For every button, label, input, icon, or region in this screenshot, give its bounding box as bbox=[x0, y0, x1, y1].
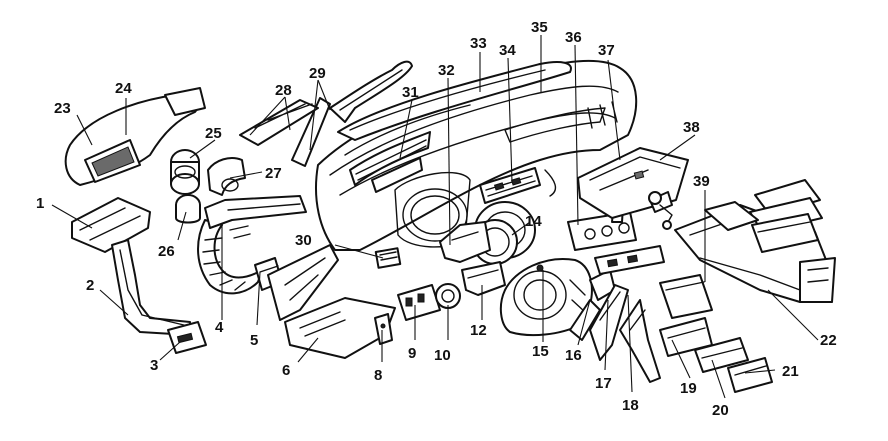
callout-4: 4 bbox=[215, 319, 224, 336]
callout-38: 38 bbox=[683, 119, 700, 136]
upper-duct bbox=[204, 195, 307, 239]
callout-14: 14 bbox=[525, 213, 542, 230]
callout-29: 29 bbox=[309, 65, 326, 82]
blower-26 bbox=[175, 194, 201, 224]
switch-bank-9 bbox=[397, 284, 441, 321]
callout-24: 24 bbox=[115, 80, 132, 97]
knob-10 bbox=[435, 283, 461, 309]
support-bracket bbox=[267, 244, 339, 321]
heater-housing-23 bbox=[64, 87, 206, 186]
console-top-38 bbox=[577, 147, 689, 219]
callout-5: 5 bbox=[250, 332, 258, 349]
center-vents bbox=[349, 131, 431, 193]
callout-37: 37 bbox=[598, 42, 615, 59]
callout-labels: 1 2 3 4 5 6 8 9 10 12 14 15 16 17 18 19 … bbox=[36, 19, 837, 419]
callout-32: 32 bbox=[438, 62, 455, 79]
callout-27: 27 bbox=[265, 165, 282, 182]
lower-bracket-18 bbox=[619, 299, 661, 383]
callout-35: 35 bbox=[531, 19, 548, 36]
tray-39 bbox=[659, 201, 759, 319]
upper-trim-strip bbox=[291, 60, 413, 167]
callout-26: 26 bbox=[158, 243, 175, 260]
callout-8: 8 bbox=[374, 367, 382, 384]
cluster-bracket-32 bbox=[439, 221, 491, 263]
ashtray-20 bbox=[694, 337, 749, 373]
callout-2: 2 bbox=[86, 277, 94, 294]
callout-17: 17 bbox=[595, 375, 612, 392]
duct-1 bbox=[71, 197, 151, 253]
defroster-strip bbox=[337, 61, 572, 141]
lower-bracket-17 bbox=[589, 284, 629, 361]
callout-39: 39 bbox=[693, 173, 710, 190]
callout-20: 20 bbox=[712, 402, 729, 419]
callout-28: 28 bbox=[275, 82, 292, 99]
callout-33: 33 bbox=[470, 35, 487, 52]
callout-21: 21 bbox=[782, 363, 799, 380]
callout-3: 3 bbox=[150, 357, 158, 374]
callout-10: 10 bbox=[434, 347, 451, 364]
elbow-duct-27 bbox=[207, 157, 246, 196]
side-vent-30 bbox=[374, 247, 402, 269]
duct-2 bbox=[111, 239, 191, 336]
callout-16: 16 bbox=[565, 347, 582, 364]
flex-hose-4 bbox=[197, 219, 263, 295]
callout-22: 22 bbox=[820, 332, 837, 349]
ignition-lock bbox=[648, 191, 673, 230]
callout-6: 6 bbox=[282, 362, 290, 379]
duct-cap-3 bbox=[167, 321, 207, 354]
blower-25 bbox=[170, 149, 200, 195]
callout-31: 31 bbox=[402, 84, 419, 101]
console-lid-stack bbox=[749, 179, 823, 253]
switch-8 bbox=[374, 313, 393, 345]
bezel-12 bbox=[461, 261, 506, 296]
callout-30: 30 bbox=[295, 232, 312, 249]
callout-19: 19 bbox=[680, 380, 697, 397]
callout-18: 18 bbox=[622, 397, 639, 414]
bracket-28 bbox=[239, 99, 319, 146]
leader-lines bbox=[51, 35, 819, 399]
callout-36: 36 bbox=[565, 29, 582, 46]
ashtray-21 bbox=[727, 357, 773, 393]
callout-23: 23 bbox=[54, 100, 71, 117]
control-panel-34 bbox=[479, 167, 541, 204]
callout-12: 12 bbox=[470, 322, 487, 339]
callout-15: 15 bbox=[532, 343, 549, 360]
callout-25: 25 bbox=[205, 125, 222, 142]
callout-9: 9 bbox=[408, 345, 416, 362]
callout-34: 34 bbox=[499, 42, 516, 59]
callout-1: 1 bbox=[36, 195, 44, 212]
